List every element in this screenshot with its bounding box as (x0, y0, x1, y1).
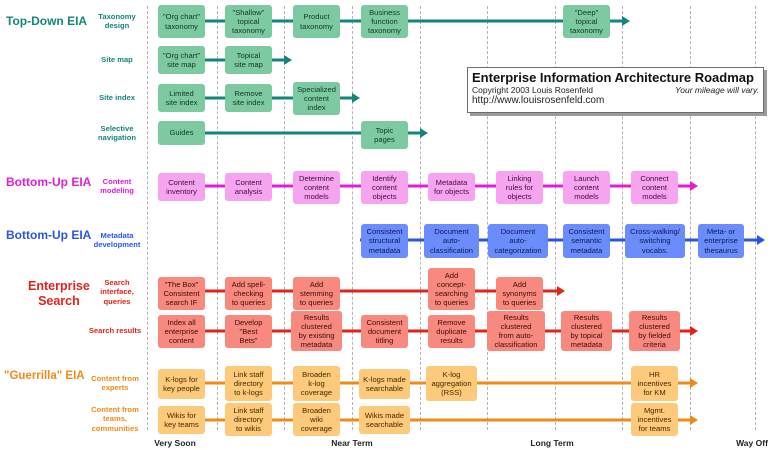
milestone-box: "Shallow" topical taxonomy (225, 5, 272, 38)
milestone-box: Cross-walking/ switching vocabs. (625, 224, 685, 258)
timeline-label-long-term: Long Term (530, 438, 574, 448)
arrowhead (690, 181, 698, 191)
milestone-box: Meta- or enterprise thesaurus (698, 224, 744, 258)
timeline-label-near-term: Near Term (331, 438, 373, 448)
arrowhead (284, 55, 292, 65)
section-title-enterprise-search: Enterprise Search (28, 279, 90, 308)
arrowhead (690, 378, 698, 388)
milestone-box: Business function taxonomy (361, 5, 408, 38)
gridline (555, 6, 556, 430)
section-title-top-down: Top-Down EIA (6, 14, 88, 28)
row-label-navigation: Selective navigation (98, 124, 136, 143)
section-title-bottom-up-metadata: Bottom-Up EIA (6, 228, 92, 242)
milestone-box: Guides (158, 121, 205, 145)
milestone-box: Consistent structural metadata (361, 224, 408, 258)
row-label-siteindex: Site index (99, 93, 135, 102)
milestone-box: "The Box" Consistent search IF (158, 277, 205, 310)
milestone-box: Link staff directory to wikis (225, 403, 272, 436)
timeline-label-way-off: Way Off (736, 438, 768, 448)
milestone-box: Metadata for objects (428, 173, 475, 201)
milestone-box: Index all enterprise content (158, 315, 205, 348)
milestone-box: Results clustered by fielded criteria (629, 311, 680, 351)
milestone-box: "Org chart" site map (158, 46, 205, 74)
milestone-box: Results clustered by existing metadata (291, 311, 342, 351)
row-label-teams: Content from teams, communities (91, 405, 139, 433)
gridline (352, 6, 353, 430)
milestone-box: K-log aggregation (RSS) (426, 366, 477, 401)
milestone-box: Link staff directory to k-logs (225, 366, 272, 401)
milestone-box: Remove duplicate results (428, 315, 475, 348)
roadmap-title: Enterprise Information Architecture Road… (472, 70, 754, 85)
milestone-box: Determine content models (293, 171, 340, 204)
milestone-box: HR incentives for KM (631, 366, 678, 401)
milestone-box: Document auto- classification (424, 224, 479, 258)
milestone-box: Linking rules for objects (496, 171, 543, 204)
milestone-box: Broaden wiki coverage (293, 403, 340, 436)
milestone-box: Add concept- searching to queries (428, 268, 475, 310)
milestone-box: Content analysis (225, 173, 272, 201)
gridline (217, 6, 218, 430)
row-label-content-modeling: Content modeling (100, 177, 134, 196)
section-title-guerrilla: "Guerrilla" EIA (4, 370, 85, 382)
row-label-search-results: Search results (88, 326, 142, 335)
row-label-experts: Content from experts (91, 374, 139, 393)
website-url: http://www.louisrosenfeld.com (472, 95, 605, 106)
roadmap-title-box: Enterprise Information Architecture Road… (467, 67, 764, 113)
milestone-box: "Deep" topical taxonomy (563, 5, 610, 38)
gridline (622, 6, 623, 430)
milestone-box: Wikis made searchable (359, 406, 410, 434)
arrowhead (690, 326, 698, 336)
title-meta-row: Copyright 2003 Louis Rosenfeld Your mile… (472, 85, 759, 95)
arrowhead (757, 235, 765, 245)
milestone-box: Launch content models (563, 171, 610, 204)
gridline (755, 6, 756, 430)
arrowhead (420, 128, 428, 138)
gridline (284, 6, 285, 430)
milestone-box: Consistent document titling (361, 315, 408, 348)
milestone-box: Content inventory (158, 173, 205, 201)
milestone-box: Results clustered by topical metadata (561, 311, 612, 351)
milestone-box: Topic pages (361, 121, 408, 149)
gridline (487, 6, 488, 430)
gridline (690, 6, 691, 430)
timeline-label-very-soon: Very Soon (154, 438, 196, 448)
milestone-box: Add spell- checking to queries (225, 277, 272, 310)
milestone-box: Remove site index (225, 84, 272, 112)
milestone-box: Wikis for key teams (158, 406, 205, 434)
milestone-box: Connect content models (631, 171, 678, 204)
milestone-box: Specialized content index (293, 82, 340, 115)
milestone-box: Develop "Best Bets" (225, 315, 272, 348)
milestone-box: Product taxonomy (293, 5, 340, 38)
milestone-box: Add stemming to queries (293, 277, 340, 310)
arrowhead (352, 93, 360, 103)
row-label-search-interface: Search interface, queries (100, 278, 134, 306)
milestone-box: Results clustered from auto- classificat… (487, 311, 545, 351)
milestone-box: Consistent semantic metadata (563, 224, 610, 258)
milestone-box: Mgmt. incentives for teams (631, 403, 678, 436)
row-label-taxonomy: Taxonomy design (98, 12, 136, 31)
row-label-metadata: Metadata development (93, 231, 141, 250)
milestone-box: Topical site map (225, 46, 272, 74)
milestone-box: Identify content objects (361, 171, 408, 204)
milestone-box: Broaden k-log coverage (293, 366, 340, 401)
section-title-bottom-up-content: Bottom-Up EIA (6, 175, 92, 189)
arrowhead (690, 415, 698, 425)
milestone-box: K-logs for key people (158, 369, 205, 399)
gridline (147, 6, 148, 430)
milestone-box: Limited site index (158, 84, 205, 112)
milestone-box: "Org chart" taxonomy (158, 5, 205, 38)
milestone-box: K-logs made searchable (359, 369, 410, 399)
copyright-text: Copyright 2003 Louis Rosenfeld (472, 85, 593, 95)
arrowhead (622, 16, 630, 26)
milestone-box: Document auto- categorization (488, 224, 548, 258)
row-label-sitemap: Site map (101, 55, 133, 64)
arrowhead (557, 286, 565, 296)
milestone-box: Add synonyms to queries (496, 277, 543, 310)
mileage-note: Your mileage will vary. (675, 85, 759, 95)
gridline (420, 6, 421, 430)
